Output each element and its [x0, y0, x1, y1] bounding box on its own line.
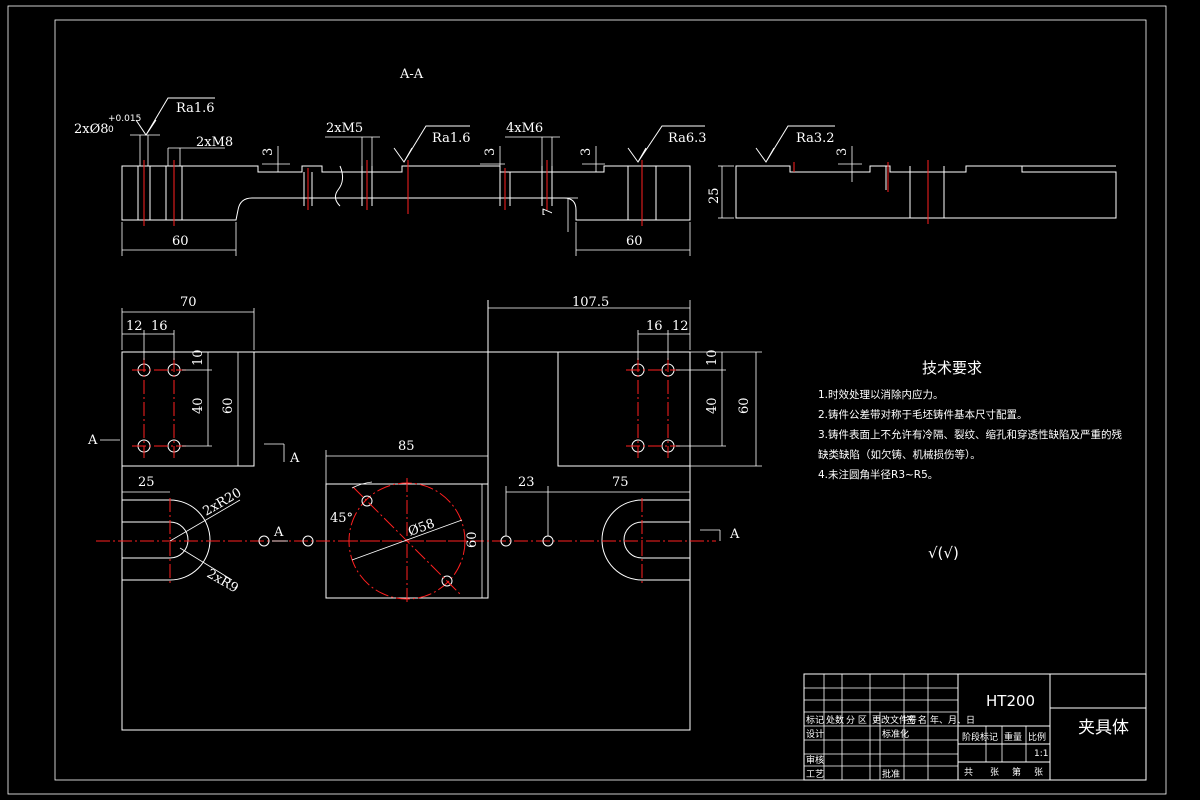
dim-plan-25: 25	[138, 475, 155, 490]
roughness-ra16a: Ra1.6	[176, 101, 215, 116]
side-view: 25 3	[707, 146, 1117, 224]
dim-plan-16b: 16	[646, 319, 663, 334]
tech-title: 技术要求	[922, 359, 982, 377]
tb-zone: 分 区	[846, 715, 867, 726]
section-mark-a3: A	[273, 525, 284, 540]
dim-3b: 3	[483, 148, 498, 156]
tb-sheets: 张	[990, 767, 999, 778]
roughness-ra32: Ra3.2	[796, 131, 835, 146]
section-view-a-a: A-A	[74, 67, 835, 256]
right-pad	[557, 351, 691, 467]
tb-standard: 标准化	[882, 728, 909, 740]
break-line	[334, 165, 344, 207]
tb-scale: 1:1	[1034, 749, 1048, 759]
tech-item-4: 缺类缺陷（如欠铸、机械损伤等）。	[818, 448, 981, 461]
left-pad-holes	[132, 358, 186, 458]
section-label: A-A	[399, 67, 424, 82]
dim-plan-45: 45°	[330, 511, 353, 526]
tb-sign: 签 名	[906, 714, 927, 726]
tech-item-1: 1.时效处理以消除内应力。	[818, 388, 944, 401]
sheet-inner-border	[54, 19, 1147, 781]
section-mark-a2: A	[289, 451, 300, 466]
section-mark-a1: A	[87, 433, 98, 448]
tb-sheet2: 张	[1034, 767, 1043, 778]
dim-top-right-60: 60	[626, 234, 643, 249]
dim-plan-d58: Ø58	[406, 516, 437, 539]
dim-plan-75: 75	[612, 475, 629, 490]
right-pad-holes	[626, 358, 680, 458]
tb-weight: 重量	[1004, 731, 1022, 743]
roughness-symbols	[135, 97, 835, 163]
tb-mark: 标记	[806, 714, 824, 726]
section-holes	[137, 166, 657, 220]
right-u-slot	[601, 499, 690, 581]
callout-thread-m6: 4xM6	[506, 121, 543, 136]
dim-plan-107-5: 107.5	[572, 295, 609, 310]
dim-plan-12b: 12	[672, 319, 689, 334]
title-block: HT200 夹具体 1:1 标记 处数 分 区 更改文件号 签 名 年、月、日 …	[803, 673, 1147, 781]
section-body	[121, 165, 691, 221]
dim-plan-10a: 10	[191, 349, 206, 366]
dim-3d: 3	[835, 148, 850, 156]
roughness-ra63: Ra6.3	[668, 131, 707, 146]
tb-total: 共	[964, 767, 973, 778]
tech-requirements: 技术要求 1.时效处理以消除内应力。 2.铸件公差带对称于毛坯铸件基本尺寸配置。…	[818, 359, 1123, 562]
dim-plan-r9: 2xR9	[204, 566, 241, 596]
dim-plan-70: 70	[180, 295, 197, 310]
tech-item-2: 2.铸件公差带对称于毛坯铸件基本尺寸配置。	[818, 408, 1028, 421]
tb-ratio: 比例	[1028, 731, 1046, 743]
bolt-circle	[344, 478, 470, 604]
tb-date: 年、月、日	[930, 714, 975, 726]
section-centerlines	[143, 160, 643, 226]
tb-part-name: 夹具体	[1078, 718, 1129, 738]
tb-stage-mark: 阶段标记	[962, 731, 998, 743]
sheet-outer-border	[7, 5, 1167, 795]
dim-plan-23: 23	[518, 475, 535, 490]
dim-plan-60a: 60	[221, 397, 236, 414]
dim-3a: 3	[261, 148, 276, 156]
dim-plan-40a: 40	[191, 397, 206, 414]
dim-plan-r20: 2xR20	[201, 486, 245, 520]
tb-page: 第	[1012, 766, 1021, 778]
callout-hole-h8: 2xØ8	[74, 122, 109, 137]
callout-leaders	[121, 134, 691, 256]
tb-doc-no: 更改文件号	[872, 714, 917, 726]
dim-plan-10b: 10	[705, 349, 720, 366]
plan-view: 70 12 16 10 40 60 107.5 16 12 10 40 60 8…	[87, 295, 762, 731]
dim-top-left-60: 60	[172, 234, 189, 249]
tb-process: 工艺	[806, 769, 824, 780]
dim-3c: 3	[579, 148, 594, 156]
dim-plan-85: 85	[398, 439, 415, 454]
plan-dimension-lines	[100, 300, 762, 598]
tb-approve: 批准	[882, 768, 900, 780]
tb-design: 设计	[806, 728, 824, 740]
section-mark-a4: A	[729, 527, 740, 542]
dim-plan-40b: 40	[705, 397, 720, 414]
callout-hole-h8-tol-lower: 0	[108, 125, 114, 135]
tb-material: HT200	[986, 692, 1035, 710]
tech-item-5: 4.未注圆角半径R3~R5。	[818, 468, 938, 481]
roughness-general: √(√)	[928, 544, 959, 562]
dim-25: 25	[707, 187, 722, 204]
tb-count: 处数	[826, 714, 844, 726]
dim-plan-60b: 60	[737, 397, 752, 414]
dim-plan-60c: 60	[465, 531, 480, 548]
left-u-slot	[122, 499, 211, 581]
callout-thread-m5: 2xM5	[326, 121, 363, 136]
tb-review: 审核	[806, 754, 824, 766]
dim-plan-16a: 16	[151, 319, 168, 334]
callout-thread-m8: 2xM8	[196, 135, 233, 150]
dim-plan-12a: 12	[126, 319, 143, 334]
tech-item-3: 3.铸件表面上不允许有冷隔、裂纹、缩孔和穿透性缺陷及严重的残	[818, 428, 1123, 441]
dim-7: 7	[541, 208, 556, 216]
roughness-ra16b: Ra1.6	[432, 131, 471, 146]
callout-hole-h8-tol-upper: +0.015	[108, 114, 141, 124]
